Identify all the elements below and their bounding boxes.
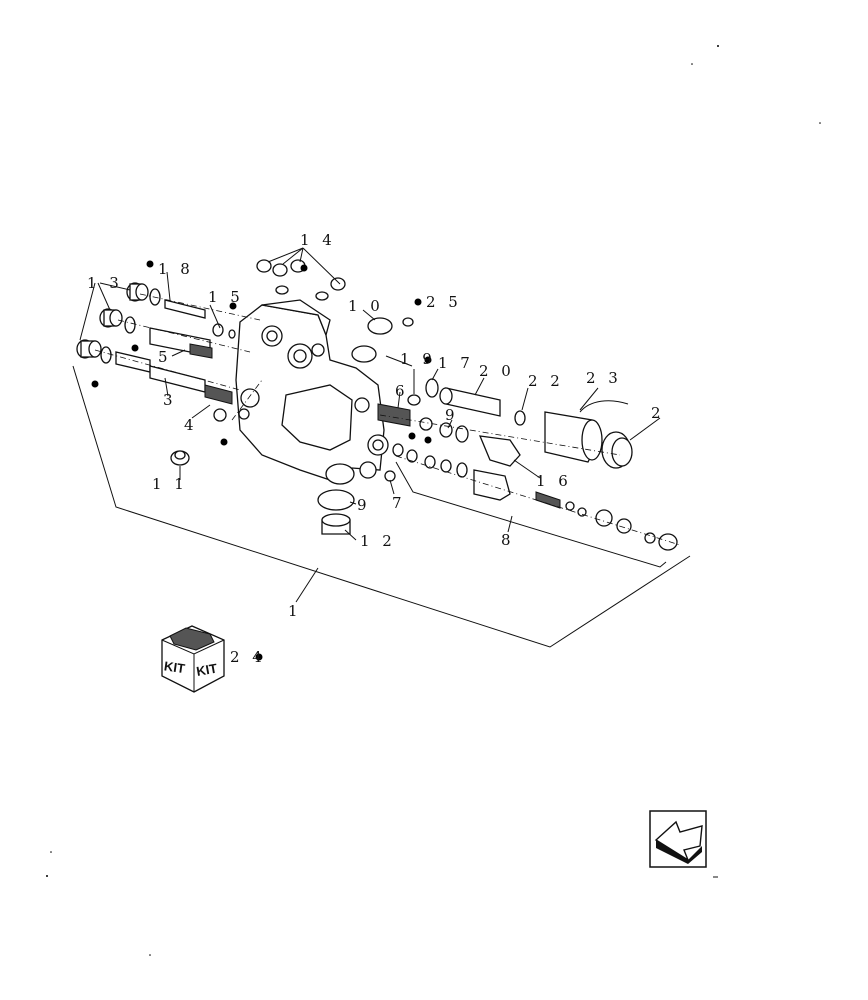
label-20: 2 0 — [479, 362, 515, 380]
label-3: 3 — [163, 391, 177, 409]
kit-label-left: KIT — [163, 658, 186, 676]
label-11: 1 1 — [152, 475, 188, 493]
valve-body — [235, 299, 389, 485]
kit-label-right: KIT — [195, 661, 218, 679]
label-18: 1 8 — [158, 260, 194, 278]
bracket-cartridge-8 — [395, 461, 667, 568]
leader-lines — [79, 247, 661, 603]
alignment-lines — [94, 293, 681, 546]
scan-specks — [46, 45, 821, 956]
label-13: 1 3 — [87, 274, 123, 292]
bracket-assembly-1 — [72, 365, 691, 648]
label-12: 1 2 — [360, 532, 396, 550]
label-6: 6 — [395, 382, 409, 400]
label-23: 2 3 — [586, 369, 622, 387]
top-fittings — [256, 259, 414, 363]
label-17: 1 7 — [438, 354, 474, 372]
label-8: 8 — [501, 531, 515, 549]
label-16: 1 6 — [536, 472, 572, 490]
label-2: 2 — [651, 404, 665, 422]
part-labels: 1 2 3 4 5 6 7 8 9 9 1 0 1 1 1 2 1 3 1 4 … — [87, 231, 665, 666]
label-25: 2 5 — [426, 293, 462, 311]
label-9a: 9 — [445, 406, 459, 424]
label-14: 1 4 — [300, 231, 336, 249]
label-7: 7 — [392, 494, 406, 512]
arrow-nav-icon[interactable] — [649, 810, 707, 868]
label-22: 2 2 — [528, 372, 564, 390]
label-19: 1 9 — [400, 350, 436, 368]
right-cartridge — [317, 355, 678, 551]
left-spools — [76, 282, 236, 466]
label-1: 1 — [288, 602, 302, 620]
label-10: 1 0 — [348, 297, 384, 315]
label-5: 5 — [158, 348, 172, 366]
label-24: 2 4 — [230, 648, 266, 666]
label-4: 4 — [184, 416, 198, 434]
label-9b: 9 — [357, 496, 371, 514]
label-15: 1 5 — [208, 288, 244, 306]
dot-marker-icon — [91, 260, 432, 661]
kit-box-icon: KIT KIT — [161, 625, 225, 693]
